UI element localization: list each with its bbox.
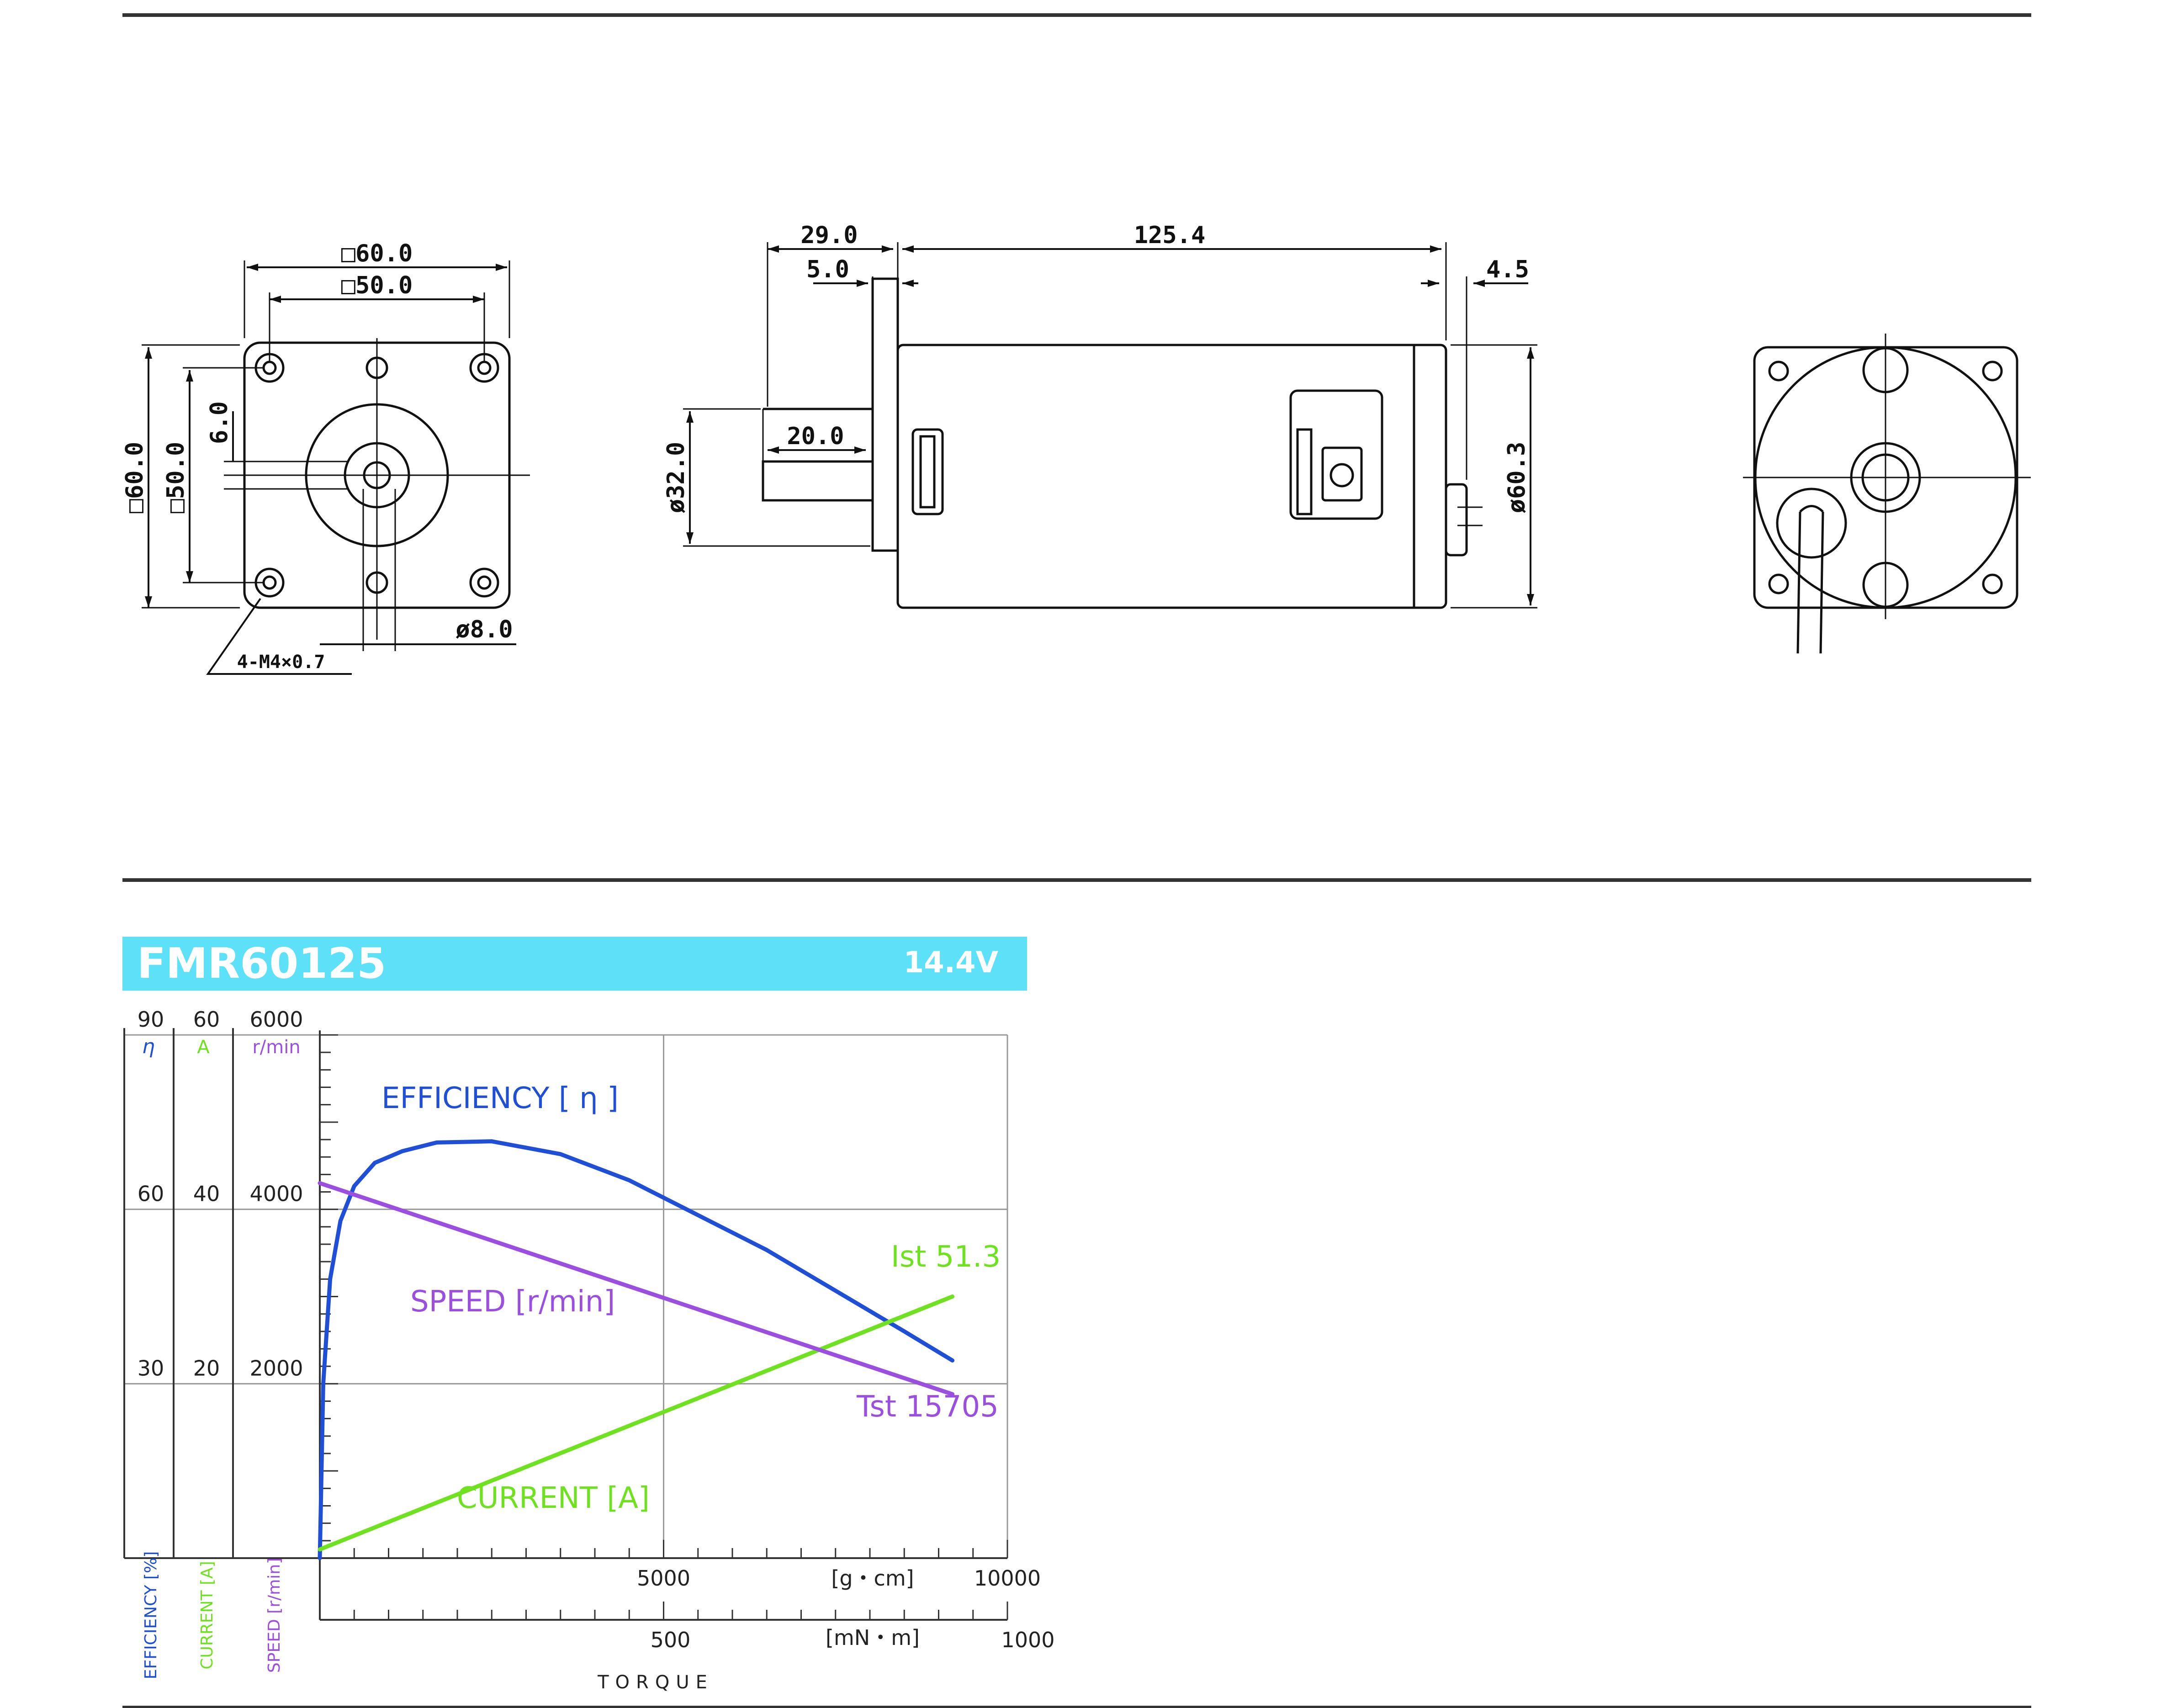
title-bar: FMR60125 14.4V [122,937,1027,991]
speed-tick-label: 2000 [249,1356,303,1380]
screw-spec-dim: 4-M4×0.7 [237,652,325,673]
speed-unit-label: r/min [252,1037,300,1058]
model-name: FMR60125 [137,939,386,988]
current-line [318,1294,955,1552]
efficiency-tick-label: 60 [138,1182,164,1206]
terminal-length-dim: 4.5 [1486,256,1529,283]
torque-gcm-tick-label: 5000 [637,1566,690,1591]
voltage-label: 14.4V [904,946,999,980]
tst-annotation: Tst 15705 [856,1390,999,1424]
pilot-diameter-dim: ø32.0 [662,442,690,514]
torque-mnm-tick-label: 1000 [1001,1628,1054,1652]
torque-mnm-tick-label: 500 [651,1628,691,1652]
current-series-label: CURRENT [A] [457,1481,650,1515]
current-unit-label: A [197,1037,210,1058]
side-view-drawing [683,242,1537,609]
speed-tick-label: 6000 [249,1007,303,1032]
speed-tick-label: 4000 [249,1182,303,1206]
speed-axis-title: SPEED [r/min] [265,1558,284,1673]
pilot-length-dim: 5.0 [806,256,849,283]
efficiency-unit-label: η [142,1035,155,1058]
speed-series-label: SPEED [r/min] [410,1285,615,1319]
side-square-outer-dim: □60.0 [121,442,148,514]
speed-line [318,1181,955,1396]
flat-dim: 6.0 [206,401,233,444]
torque-gcm-tick-label: 10000 [974,1566,1041,1591]
front-square-outer-dim: □60.0 [341,240,413,267]
shaft-diameter-dim: ø8.0 [456,616,513,643]
shaft-length-dim: 29.0 [800,222,858,249]
ist-annotation: Ist 51.3 [891,1240,1001,1274]
efficiency-tick-label: 30 [138,1356,164,1380]
body-diameter-dim: ø60.3 [1503,442,1531,514]
current-tick-label: 20 [193,1356,220,1380]
title-bar-background [122,937,1027,991]
body-length-dim: 125.4 [1134,222,1206,249]
efficiency-axis-title: EFFICIENCY [%] [142,1551,160,1679]
current-axis-title: CURRENT [A] [198,1561,217,1669]
front-view-drawing [142,260,530,675]
current-tick-label: 40 [193,1182,220,1206]
torque-mnm-unit: [mN・m] [826,1625,920,1650]
current-tick-label: 60 [193,1007,220,1032]
rear-view-drawing [1743,334,2031,654]
front-square-inner-dim: □50.0 [341,272,413,299]
torque-axis-title: TORQUE [597,1672,714,1693]
side-square-inner-dim: □50.0 [162,442,190,514]
efficiency-curve [318,1139,955,1560]
efficiency-series-label: EFFICIENCY [ η ] [381,1082,619,1115]
torque-gcm-unit: [g・cm] [831,1566,914,1591]
efficiency-tick-label: 90 [138,1007,164,1032]
flat-length-dim: 20.0 [787,423,844,450]
